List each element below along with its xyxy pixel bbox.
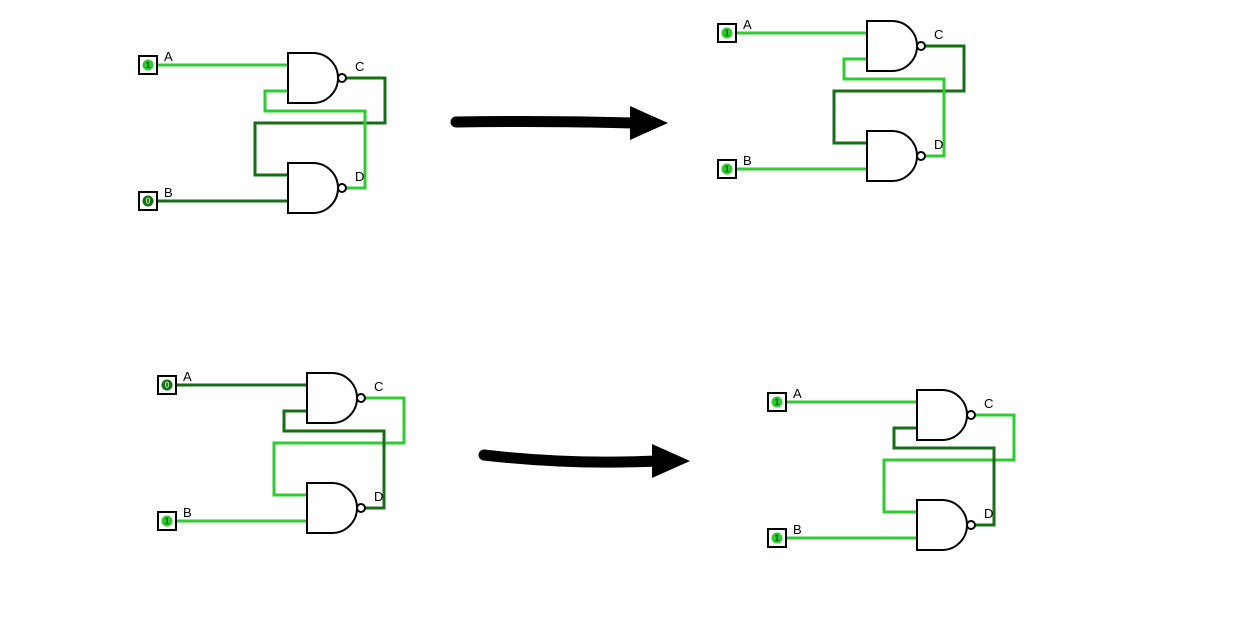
input-label-b: B bbox=[164, 185, 173, 200]
pin-state-dot bbox=[771, 396, 783, 408]
input-pin-b[interactable]: 0 bbox=[138, 191, 158, 211]
nand-gate-top[interactable] bbox=[306, 372, 358, 424]
arrow-shaft bbox=[450, 115, 640, 129]
pin-value: 1 bbox=[724, 164, 729, 174]
pin-value: 1 bbox=[774, 533, 779, 543]
nand-gate-bottom[interactable] bbox=[287, 162, 339, 214]
output-label-d: D bbox=[984, 506, 993, 521]
input-pin-a[interactable]: 0 bbox=[157, 375, 177, 395]
wire-feedback-c bbox=[272, 396, 406, 497]
nand-gate-top[interactable] bbox=[287, 52, 339, 104]
inverter-bubble bbox=[356, 393, 366, 403]
input-label-b: B bbox=[183, 505, 192, 520]
input-label-a: A bbox=[793, 386, 802, 401]
nand-gate-top[interactable] bbox=[866, 20, 918, 72]
inverter-bubble bbox=[966, 410, 976, 420]
pin-state-dot bbox=[142, 59, 154, 71]
wire-feedback-c bbox=[832, 44, 966, 145]
pin-state-dot bbox=[161, 515, 173, 527]
pin-state-dot bbox=[161, 379, 173, 391]
arrow-head bbox=[652, 444, 690, 478]
output-label-c: C bbox=[355, 59, 364, 74]
bottom-arrow bbox=[478, 444, 690, 478]
inverter-bubble bbox=[337, 73, 347, 83]
pin-state-dot bbox=[771, 532, 783, 544]
output-label-c: C bbox=[984, 396, 993, 411]
input-label-b: B bbox=[743, 153, 752, 168]
wire-feedback-d bbox=[892, 426, 996, 527]
inverter-bubble bbox=[916, 41, 926, 51]
circuit-top-left: 1 A 0 B C D bbox=[138, 49, 387, 214]
top-arrow bbox=[450, 106, 668, 140]
pin-value: 1 bbox=[164, 516, 169, 526]
input-label-a: A bbox=[164, 49, 173, 64]
pin-state-dot bbox=[721, 27, 733, 39]
wire-feedback-c bbox=[253, 76, 387, 177]
inverter-bubble bbox=[337, 183, 347, 193]
nand-gate-bottom[interactable] bbox=[866, 130, 918, 182]
input-label-a: A bbox=[183, 369, 192, 384]
input-pin-a[interactable]: 1 bbox=[138, 55, 158, 75]
nand-gate-bottom[interactable] bbox=[916, 499, 968, 551]
input-pin-a[interactable]: 1 bbox=[767, 392, 787, 412]
output-label-d: D bbox=[374, 489, 383, 504]
output-label-d: D bbox=[934, 137, 943, 152]
pin-value: 0 bbox=[145, 196, 150, 206]
input-label-a: A bbox=[743, 17, 752, 32]
pin-state-dot bbox=[142, 195, 154, 207]
pin-value: 0 bbox=[164, 380, 169, 390]
pin-value: 1 bbox=[724, 28, 729, 38]
input-pin-a[interactable]: 1 bbox=[717, 23, 737, 43]
wire-feedback-d bbox=[263, 89, 367, 190]
pin-state-dot bbox=[721, 163, 733, 175]
output-label-c: C bbox=[374, 379, 383, 394]
input-pin-b[interactable]: 1 bbox=[157, 511, 177, 531]
input-label-b: B bbox=[793, 522, 802, 537]
pin-value: 1 bbox=[145, 60, 150, 70]
circuit-bottom-left: 0 A 1 B C D bbox=[157, 369, 406, 534]
arrow-head bbox=[630, 106, 668, 140]
nand-gate-bottom[interactable] bbox=[306, 482, 358, 534]
wire-feedback-d bbox=[842, 57, 946, 158]
output-label-d: D bbox=[355, 169, 364, 184]
arrow-shaft bbox=[478, 449, 662, 468]
inverter-bubble bbox=[916, 151, 926, 161]
inverter-bubble bbox=[356, 503, 366, 513]
input-pin-b[interactable]: 1 bbox=[767, 528, 787, 548]
pin-value: 1 bbox=[774, 397, 779, 407]
output-label-c: C bbox=[934, 27, 943, 42]
inverter-bubble bbox=[966, 520, 976, 530]
wire-feedback-c bbox=[882, 413, 1016, 514]
wire-feedback-d bbox=[282, 409, 386, 510]
input-pin-b[interactable]: 1 bbox=[717, 159, 737, 179]
nand-gate-top[interactable] bbox=[916, 389, 968, 441]
